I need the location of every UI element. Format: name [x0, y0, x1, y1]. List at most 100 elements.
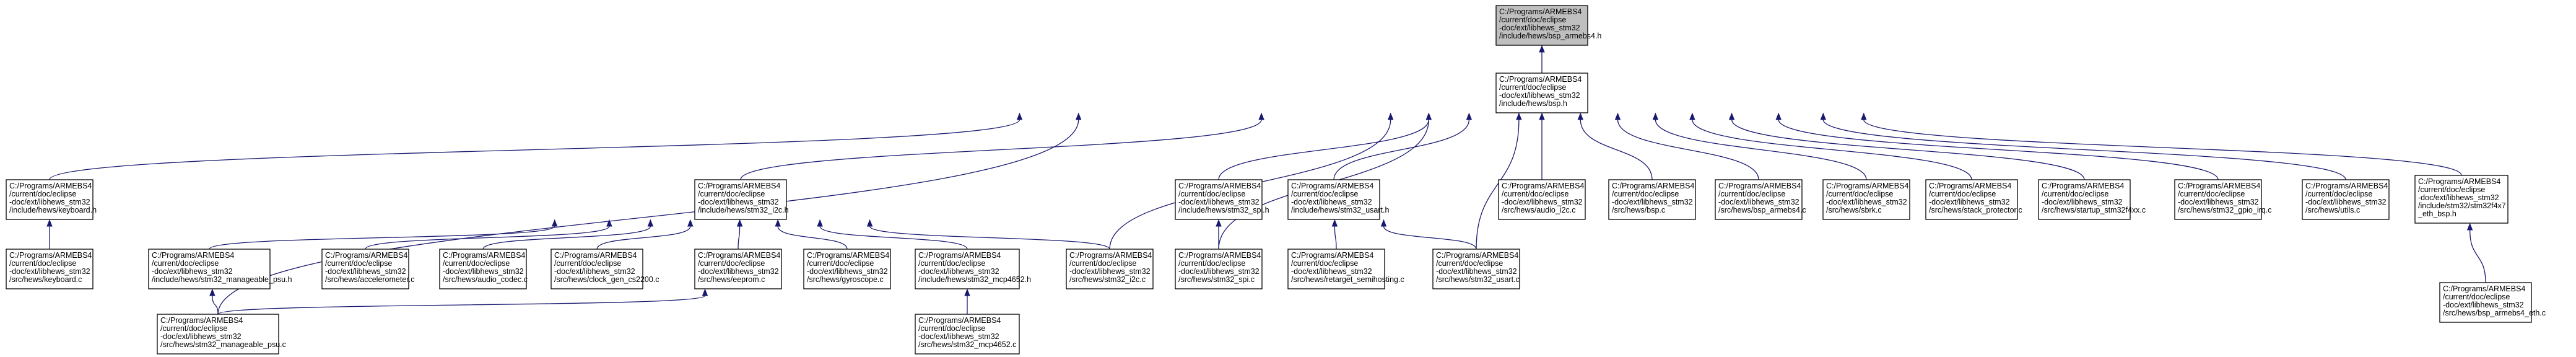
edge-arrowhead: [209, 288, 215, 296]
edge-line: [2469, 229, 2486, 283]
node-label-line: -doc/ext/libhews_stm32: [918, 332, 999, 341]
edge-line: [740, 119, 1262, 180]
node-label-line: /include/hews/stm32_i2c.h: [698, 206, 789, 214]
node-stm32-spi-c[interactable]: C:/Programs/ARMEBS4/current/doc/eclipse-…: [1175, 249, 1263, 289]
edge-line: [1863, 119, 2462, 176]
node-box: [694, 179, 787, 220]
node-label-line: -doc/ext/libhews_stm32: [1436, 267, 1517, 276]
edge-bsp-armebs4-eth-c-to-stm32f4x7-eth-bsp-h: [2466, 223, 2486, 283]
node-stm32-gpio-irq-c[interactable]: C:/Programs/ARMEBS4/current/doc/eclipse-…: [2174, 179, 2271, 220]
edge-line: [819, 226, 968, 250]
node-gyroscope-c[interactable]: C:/Programs/ARMEBS4/current/doc/eclipse-…: [803, 249, 891, 289]
node-label-line: /src/hews/stm32_spi.c: [1178, 275, 1255, 284]
node-audio-i2c-c[interactable]: C:/Programs/ARMEBS4/current/doc/eclipse-…: [1498, 179, 1586, 220]
node-sbrk-c[interactable]: C:/Programs/ARMEBS4/current/doc/eclipse-…: [1822, 179, 1910, 220]
node-stm32-spi-h[interactable]: C:/Programs/ARMEBS4/current/doc/eclipse-…: [1175, 179, 1269, 220]
node-box: [1495, 73, 1588, 113]
node-box: [1495, 5, 1588, 46]
node-label-line: /src/hews/stm32_i2c.c: [1069, 275, 1146, 284]
node-keyboard-h[interactable]: C:/Programs/ARMEBS4/current/doc/eclipse-…: [6, 179, 97, 220]
node-label-line: -doc/ext/libhews_stm32: [2305, 198, 2387, 206]
node-box: [915, 249, 1020, 289]
node-label-line: C:/Programs/ARMEBS4: [1436, 251, 1518, 260]
node-label-line: -doc/ext/libhews_stm32: [1499, 24, 1580, 32]
edge-arrowhead: [1775, 112, 1782, 120]
node-label-line: -doc/ext/libhews_stm32: [1502, 198, 1583, 206]
node-label-line: /src/hews/sbrk.c: [1826, 206, 1882, 214]
edge-line: [217, 295, 706, 315]
node-label-line: /src/hews/accelerometer.c: [325, 275, 415, 284]
node-label-line: /current/doc/eclipse: [1291, 259, 1358, 268]
edge-line: [209, 226, 555, 250]
edge-arrowhead: [551, 219, 558, 227]
edge-line: [1731, 119, 2085, 180]
edge-arrowhead: [1075, 112, 1082, 120]
node-utils-c[interactable]: C:/Programs/ARMEBS4/current/doc/eclipse-…: [2302, 179, 2390, 220]
edge-arrowhead: [1861, 112, 1867, 120]
edge-arrowhead: [2466, 223, 2473, 231]
node-stm32-manageable-psu-h[interactable]: C:/Programs/ARMEBS4/current/doc/eclipse-…: [148, 249, 292, 289]
edge-line: [1778, 119, 2219, 180]
edge-arrowhead: [1652, 112, 1659, 120]
node-label-line: -doc/ext/libhews_stm32: [1929, 198, 2010, 206]
node-label-line: /current/doc/eclipse: [2418, 185, 2485, 194]
node-label-line: C:/Programs/ARMEBS4: [1291, 182, 1373, 190]
node-startup-stm32f4xx-c[interactable]: C:/Programs/ARMEBS4/current/doc/eclipse-…: [2038, 179, 2146, 220]
edge-arrowhead: [1258, 112, 1264, 120]
node-label-line: /current/doc/eclipse: [698, 259, 765, 268]
node-stm32-i2c-h[interactable]: C:/Programs/ARMEBS4/current/doc/eclipse-…: [694, 179, 789, 220]
node-clock-gen-cs2200-c[interactable]: C:/Programs/ARMEBS4/current/doc/eclipse-…: [550, 249, 659, 289]
node-label-line: /current/doc/eclipse: [160, 324, 227, 333]
edge-arrowhead: [1466, 112, 1473, 120]
node-stm32-mcp4652-h[interactable]: C:/Programs/ARMEBS4/current/doc/eclipse-…: [915, 249, 1031, 289]
node-keyboard-c[interactable]: C:/Programs/ARMEBS4/current/doc/eclipse-…: [6, 249, 94, 289]
node-label-line: -doc/ext/libhews_stm32: [1178, 267, 1260, 276]
edge-arrowhead: [964, 288, 970, 296]
node-stm32-usart-c[interactable]: C:/Programs/ARMEBS4/current/doc/eclipse-…: [1432, 249, 1520, 289]
node-box: [803, 249, 891, 289]
node-stm32-i2c-c[interactable]: C:/Programs/ARMEBS4/current/doc/eclipse-…: [1066, 249, 1154, 289]
node-bsp-c[interactable]: C:/Programs/ARMEBS4/current/doc/eclipse-…: [1608, 179, 1696, 220]
node-label-line: C:/Programs/ARMEBS4: [2418, 177, 2500, 186]
edge-arrowhead: [775, 219, 781, 227]
node-label-line: /include/hews/stm32_usart.h: [1291, 206, 1389, 214]
edge-utils-c-to-bsp-h: [1820, 112, 2346, 180]
node-bsp-armebs4-c[interactable]: C:/Programs/ARMEBS4/current/doc/eclipse-…: [1715, 179, 1806, 220]
node-label-line: /current/doc/eclipse: [2178, 190, 2245, 198]
edge-stm32f4x7-eth-bsp-h-to-bsp-h: [1861, 112, 2462, 176]
node-audio-codec-c[interactable]: C:/Programs/ARMEBS4/current/doc/eclipse-…: [439, 249, 528, 289]
edge-bsp-armebs4-c-to-bsp-h: [1614, 112, 1759, 180]
node-label-line: C:/Programs/ARMEBS4: [325, 251, 407, 260]
edge-arrowhead: [702, 288, 708, 296]
edge-arrowhead: [1689, 112, 1695, 120]
node-bsp-h[interactable]: C:/Programs/ARMEBS4/current/doc/eclipse-…: [1495, 73, 1588, 113]
node-stm32f4x7-eth-bsp-h[interactable]: C:/Programs/ARMEBS4/current/doc/eclipse-…: [2414, 175, 2509, 224]
edge-bsp-c-to-bsp-h: [1577, 112, 1653, 180]
node-label-line: -doc/ext/libhews_stm32: [2443, 301, 2524, 309]
node-eeprom-c[interactable]: C:/Programs/ARMEBS4/current/doc/eclipse-…: [694, 249, 782, 289]
edge-stm32-manageable-psu-c-to-bsp-h: [217, 112, 1082, 315]
node-stm32-manageable-psu-c[interactable]: C:/Programs/ARMEBS4/current/doc/eclipse-…: [157, 314, 286, 355]
node-bsp-armebs4-eth-c[interactable]: C:/Programs/ARMEBS4/current/doc/eclipse-…: [2439, 282, 2546, 323]
node-label-line: C:/Programs/ARMEBS4: [1291, 251, 1373, 260]
node-label-line: /include/hews/stm32_manageable_psu.h: [152, 275, 292, 284]
edge-stm32-manageable-psu-c-to-stm32-manageable-psu-h: [209, 288, 219, 315]
node-stack-protector-c[interactable]: C:/Programs/ARMEBS4/current/doc/eclipse-…: [1925, 179, 2022, 220]
node-retarget-semihosting-c[interactable]: C:/Programs/ARMEBS4/current/doc/eclipse-…: [1287, 249, 1404, 289]
node-box: [1925, 179, 2018, 220]
node-stm32-mcp4652-c[interactable]: C:/Programs/ARMEBS4/current/doc/eclipse-…: [915, 314, 1020, 355]
edge-line: [1476, 119, 1520, 250]
node-stm32-usart-h[interactable]: C:/Programs/ARMEBS4/current/doc/eclipse-…: [1287, 179, 1389, 220]
node-label-line: /current/doc/eclipse: [2305, 190, 2372, 198]
node-label-line: -doc/ext/libhews_stm32: [554, 267, 635, 276]
node-label-line: /current/doc/eclipse: [1929, 190, 1996, 198]
edge-line: [49, 119, 1020, 180]
edge-arrowhead: [1387, 112, 1394, 120]
edge-arrowhead: [1820, 112, 1827, 120]
node-label-line: /current/doc/eclipse: [9, 259, 76, 268]
node-accelerometer-c[interactable]: C:/Programs/ARMEBS4/current/doc/eclipse-…: [321, 249, 415, 289]
node-label-line: /current/doc/eclipse: [1826, 190, 1893, 198]
edge-stm32-i2c-h-to-bsp-h: [740, 112, 1264, 180]
node-label-line: C:/Programs/ARMEBS4: [1826, 182, 1908, 190]
edge-arrowhead: [1331, 219, 1338, 227]
